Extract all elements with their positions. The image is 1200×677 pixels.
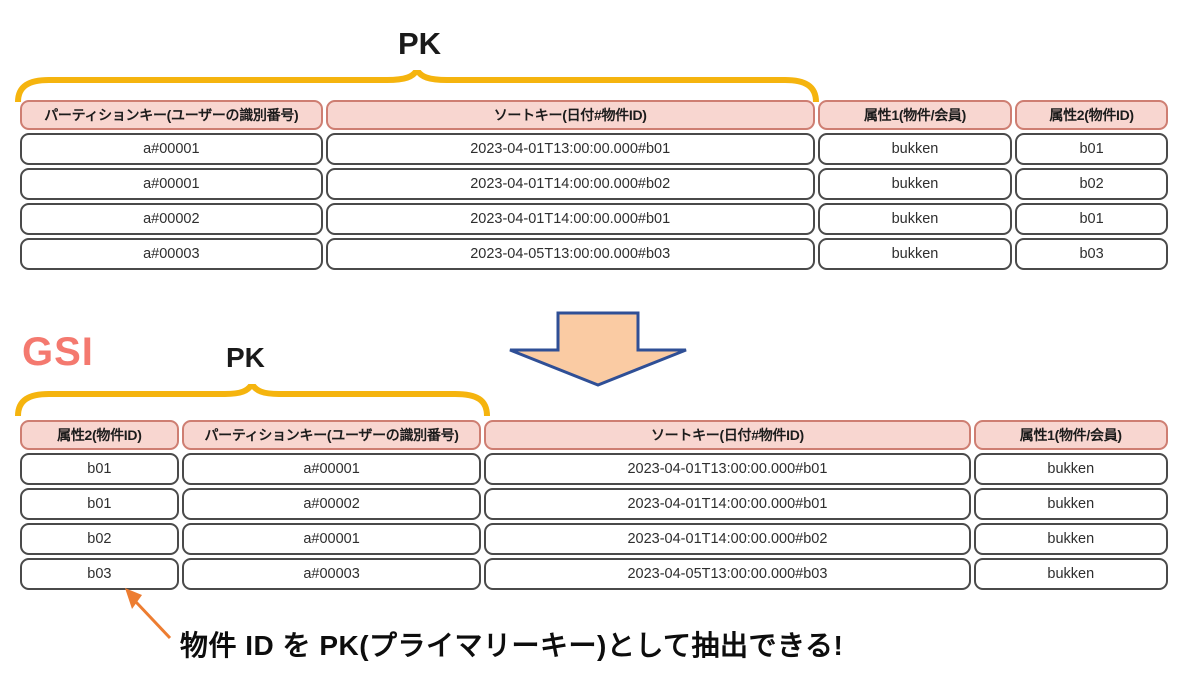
- table-cell: 2023-04-01T13:00:00.000#b01: [325, 133, 815, 165]
- table-cell: b01: [20, 488, 179, 520]
- table-cell: 2023-04-01T14:00:00.000#b02: [484, 523, 971, 555]
- table-cell: 2023-04-05T13:00:00.000#b03: [484, 558, 971, 590]
- annotation-text: 物件 ID を PK(プライマリーキー)として抽出できる!: [180, 630, 844, 661]
- table-cell: 2023-04-01T14:00:00.000#b01: [484, 488, 971, 520]
- table-cell: bukken: [973, 488, 1168, 520]
- table-cell: b01: [1015, 133, 1168, 165]
- table-cell: a#00001: [20, 168, 323, 200]
- header-cell: ソートキー(日付#物件ID): [484, 420, 971, 450]
- header-cell: 属性1(物件/会員): [817, 100, 1013, 130]
- table-cell: bukken: [817, 238, 1013, 270]
- header-cell: パーティションキー(ユーザーの識別番号): [20, 100, 323, 130]
- pk-label-top: PK: [398, 26, 442, 61]
- table-cell: bukken: [817, 168, 1013, 200]
- curly-brace-gsi-icon: [15, 384, 490, 416]
- table-cell: 2023-04-01T14:00:00.000#b01: [325, 203, 815, 235]
- base-table: パーティションキー(ユーザーの識別番号)ソートキー(日付#物件ID)属性1(物件…: [20, 100, 1168, 270]
- pointer-arrow-icon: [125, 588, 172, 640]
- table-cell: 2023-04-05T13:00:00.000#b03: [325, 238, 815, 270]
- table-cell: a#00003: [20, 238, 323, 270]
- table-cell: a#00001: [181, 453, 482, 485]
- table-cell: b03: [1015, 238, 1168, 270]
- table-cell: bukken: [973, 453, 1168, 485]
- gsi-table: 属性2(物件ID)パーティションキー(ユーザーの識別番号)ソートキー(日付#物件…: [20, 420, 1168, 590]
- table-cell: a#00001: [181, 523, 482, 555]
- table-cell: b02: [1015, 168, 1168, 200]
- header-cell: ソートキー(日付#物件ID): [325, 100, 815, 130]
- table-cell: a#00001: [20, 133, 323, 165]
- header-cell: 属性1(物件/会員): [973, 420, 1168, 450]
- table-cell: b01: [20, 453, 179, 485]
- gsi-label: GSI: [22, 330, 94, 374]
- table-cell: bukken: [973, 523, 1168, 555]
- table-cell: bukken: [817, 133, 1013, 165]
- table-cell: 2023-04-01T13:00:00.000#b01: [484, 453, 971, 485]
- table-cell: a#00002: [20, 203, 323, 235]
- table-cell: b02: [20, 523, 179, 555]
- table-cell: bukken: [817, 203, 1013, 235]
- down-arrow-icon: [509, 311, 687, 387]
- table-cell: a#00003: [181, 558, 482, 590]
- table-cell: 2023-04-01T14:00:00.000#b02: [325, 168, 815, 200]
- table-cell: b03: [20, 558, 179, 590]
- table-cell: b01: [1015, 203, 1168, 235]
- header-cell: 属性2(物件ID): [1015, 100, 1168, 130]
- header-cell: 属性2(物件ID): [20, 420, 179, 450]
- curly-brace-top-icon: [15, 70, 819, 102]
- pk-label-gsi: PK: [226, 342, 265, 373]
- header-cell: パーティションキー(ユーザーの識別番号): [181, 420, 482, 450]
- table-cell: a#00002: [181, 488, 482, 520]
- table-cell: bukken: [973, 558, 1168, 590]
